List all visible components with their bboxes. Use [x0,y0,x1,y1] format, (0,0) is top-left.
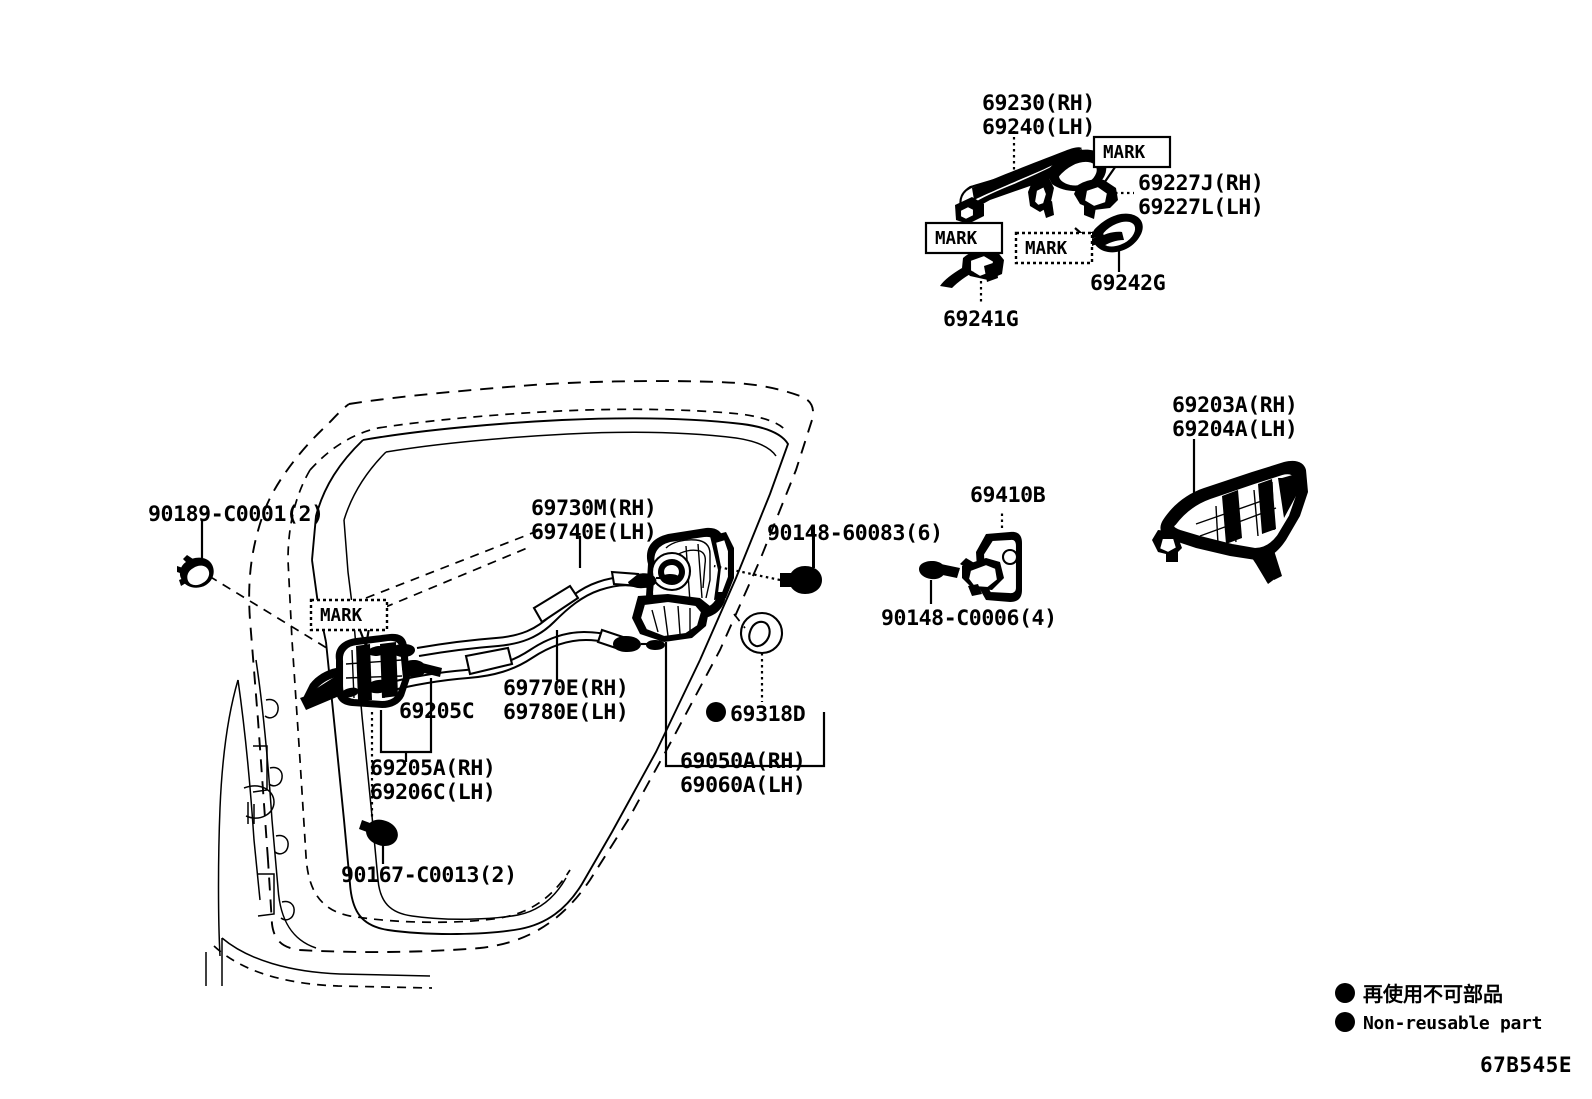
callout-door-clip-line1: 90189-C0001(2) [148,502,324,527]
callout-lock-cable-upper-line2: 69740E(LH) [531,520,656,545]
mark-box-inside-handle: MARK [309,598,389,632]
callout-striker-line1: 69410B [970,483,1046,508]
callout-lock-cable-upper-line1: 69730M(RH) [531,496,656,521]
lock-grommet-part [739,611,784,655]
callout-lock-assembly-line1: 69050A(RH) [680,749,805,774]
callout-lock-assembly: 69050A(RH) 69060A(LH) [680,749,806,798]
callout-lock-cable-lower: 69770E(RH) 69780E(LH) [503,676,629,725]
callout-inside-handle-bolt-line1: 90167-C0013(2) [341,863,517,888]
mark-box-cap: MARK [1014,231,1094,265]
callout-handle-frame: 69203A(RH) 69204A(LH) [1172,393,1298,442]
sheet-code: 67B545E [1480,1053,1572,1077]
callout-handle-plug-line1: 69241G [943,307,1018,332]
callout-handle-frame-line2: 69204A(LH) [1172,417,1297,442]
door-lock-assembly-part [632,527,734,642]
callout-latch-screw-line1: 90148-60083(6) [767,521,943,546]
inside-door-handle-part [300,633,410,710]
callout-inside-handle: 69205A(RH) 69206C(LH) [370,756,496,805]
callout-inside-handle-screw: 69205C [399,699,475,724]
mark-label-1: MARK [1103,143,1146,163]
mark-label-2: MARK [935,229,978,249]
callout-lock-grommet: 69318D [706,702,806,727]
door-lock-striker-part [960,531,1022,602]
callout-striker-bolt-line1: 90148-C0006(4) [881,606,1057,631]
callout-handle-cover: 69227J(RH) 69227L(LH) [1138,171,1264,220]
mark-label-4: MARK [320,606,363,626]
callout-lock-cable-lower-line1: 69770E(RH) [503,676,628,701]
door-panel-outline [205,380,815,989]
callout-outside-handle: 69230(RH) 69240(LH) [982,91,1095,140]
mark-label-3: MARK [1025,239,1068,259]
callout-handle-frame-line1: 69203A(RH) [1172,393,1297,418]
callout-door-clip: 90189-C0001(2) [148,502,324,527]
callout-latch-screw: 90148-60083(6) [767,521,943,546]
legend: 再使用不可部品 Non-reusable part [1335,982,1542,1034]
callout-handle-cover-line2: 69227L(LH) [1138,195,1263,220]
callout-lock-cable-upper: 69730M(RH) 69740E(LH) [531,496,657,545]
handle-frame-part [1152,460,1308,584]
callout-handle-plug: 69241G [943,307,1019,332]
nonreusable-marker-icon [706,702,726,722]
legend-text-english: Non-reusable part [1363,1013,1542,1034]
callout-handle-cap-line1: 69242G [1090,271,1165,296]
legend-text-japanese: 再使用不可部品 [1363,982,1503,1006]
inside-handle-bolt-part [359,819,398,847]
callout-inside-handle-bolt: 90167-C0013(2) [341,863,517,888]
callout-outside-handle-line1: 69230(RH) [982,91,1095,116]
outside-door-handle-part [955,147,1107,224]
callout-handle-cover-line1: 69227J(RH) [1138,171,1263,196]
mark-box-handle-cover: MARK [1092,135,1172,169]
legend-marker-icon-en [1335,1012,1355,1032]
callout-inside-handle-screw-line1: 69205C [399,699,474,724]
callout-striker-bolt: 90148-C0006(4) [881,606,1057,631]
callout-lock-cable-lower-line2: 69780E(LH) [503,700,628,725]
handle-cover-part [1074,179,1118,219]
callout-lock-assembly-line2: 69060A(LH) [680,773,805,798]
legend-marker-icon-ja [1335,983,1355,1003]
striker-bolt-part [919,561,960,580]
handle-plug-part [940,248,1004,288]
inside-handle-screw-part [402,660,442,678]
mark-box-plug: MARK [924,221,1004,255]
lock-control-cables [341,570,680,698]
door-clip-part [177,555,214,588]
callout-handle-cap: 69242G [1090,271,1166,296]
callout-outside-handle-line2: 69240(LH) [982,115,1095,140]
latch-screw-part [780,526,822,594]
callout-striker: 69410B [970,483,1046,508]
callout-lock-grommet-line1: 69318D [730,702,805,727]
callout-inside-handle-line1: 69205A(RH) [370,756,495,781]
callout-inside-handle-line2: 69206C(LH) [370,780,495,805]
